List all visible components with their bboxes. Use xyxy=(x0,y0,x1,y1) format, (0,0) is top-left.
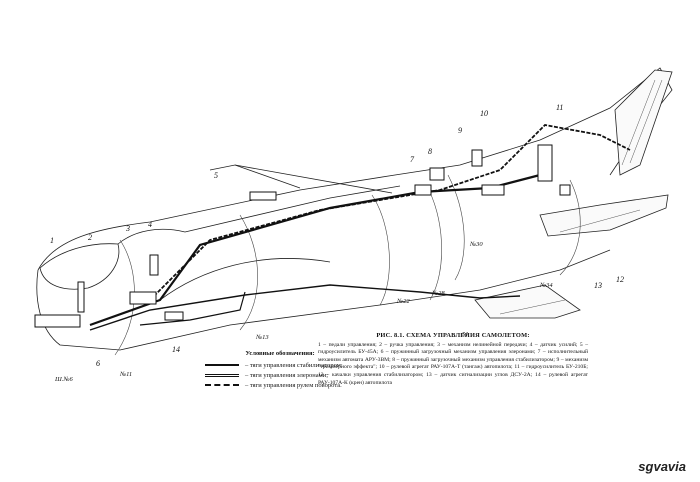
lower-link-rod xyxy=(139,291,246,326)
caption-body: 1 – педали управления; 2 – ручка управле… xyxy=(318,341,588,386)
frame-label-28: №28 xyxy=(431,290,445,297)
legend-row-stabilizer: – тяги управления стабилизатором; xyxy=(205,360,355,370)
spine-line xyxy=(184,185,401,233)
frame-curve-34 xyxy=(559,179,581,276)
hydraulic-booster-bu45a xyxy=(249,191,277,201)
frame-label-34: №34 xyxy=(539,282,553,289)
frame-label-sh6: Ш.№6 xyxy=(54,376,74,383)
fin-hatch-2 xyxy=(629,79,663,164)
callout-7: 7 xyxy=(410,155,415,164)
figure-caption: РИС. 8.1. СХЕМА УПРАВЛЕНИЯ САМОЛЕТОМ: 1 … xyxy=(318,332,588,387)
callout-5: 5 xyxy=(214,171,218,180)
stab-spring-mechanism xyxy=(429,167,445,181)
callout-12: 12 xyxy=(616,275,624,284)
stabilizer-rod xyxy=(89,173,541,327)
legend-swatch-ailerons xyxy=(205,373,239,377)
stab-hatch-2 xyxy=(499,299,566,315)
frame-curve-22 xyxy=(371,194,390,306)
frame-curve-30 xyxy=(447,174,465,281)
frame-label-51: 51 xyxy=(462,331,469,338)
stab-hatch-1 xyxy=(559,209,641,233)
canopy xyxy=(117,228,186,245)
legend-label-ailerons: – тяги управления элеронами; xyxy=(245,371,328,379)
legend-row-rudder: – тяги управления рулем поворота. xyxy=(205,380,355,390)
rau107a-k-actuator xyxy=(164,311,184,321)
callout-6: 6 xyxy=(96,359,100,368)
rudder-rod xyxy=(149,124,631,301)
nose-cone xyxy=(39,243,120,290)
pedals-block xyxy=(34,314,81,328)
force-sensor xyxy=(149,254,159,276)
legend-label-rudder: – тяги управления рулем поворота. xyxy=(245,381,342,389)
tail-surfaces xyxy=(474,69,673,319)
legend-swatch-stabilizer xyxy=(205,364,239,366)
fin-hatch-1 xyxy=(621,79,656,166)
aileron-rod xyxy=(89,284,521,331)
frame-label-30: №30 xyxy=(469,241,483,248)
vertical-fin xyxy=(614,69,673,176)
rau107a-t-actuator xyxy=(481,184,505,196)
fuselage-top-line xyxy=(37,67,673,271)
frame-curve-13 xyxy=(239,214,258,331)
legend-label-stabilizer: – тяги управления стабилизатором; xyxy=(245,361,343,369)
callout-3: 3 xyxy=(125,224,130,233)
frame-curve-28 xyxy=(425,184,442,301)
legend: Условные обозначения: – тяги управления … xyxy=(205,350,355,390)
trim-mechanism xyxy=(471,149,483,167)
callout-9: 9 xyxy=(458,126,462,135)
frame-label-13: №13 xyxy=(255,334,269,341)
intake-line xyxy=(159,258,331,301)
bu210b-booster xyxy=(537,144,553,182)
caption-title: РИС. 8.1. СХЕМА УПРАВЛЕНИЯ САМОЛЕТОМ: xyxy=(376,332,530,339)
callout-8: 8 xyxy=(428,147,432,156)
horizontal-stabilizer-lower xyxy=(474,284,581,319)
tail-hatching xyxy=(499,79,663,315)
legend-swatch-rudder xyxy=(205,384,239,386)
aru-actuator xyxy=(414,184,432,196)
callout-4: 4 xyxy=(148,220,152,229)
callout-13: 13 xyxy=(594,281,602,290)
callout-labels: 1 2 3 4 5 6 7 8 9 10 11 12 13 14 xyxy=(50,103,624,368)
callout-10: 10 xyxy=(480,109,488,118)
frame-label-22: №22 xyxy=(396,298,410,305)
callout-14: 14 xyxy=(172,345,180,354)
callout-2: 2 xyxy=(88,233,92,242)
frame-label-11: №11 xyxy=(119,371,132,378)
control-stick xyxy=(77,281,85,313)
wing-leading-edge xyxy=(234,164,393,194)
watermark: sgvavia xyxy=(638,459,686,474)
callout-11: 11 xyxy=(556,103,563,112)
callout-1: 1 xyxy=(50,236,54,245)
components xyxy=(34,144,571,328)
legend-title: Условные обозначения: xyxy=(245,350,315,357)
dsu2a-sensor xyxy=(559,184,571,196)
legend-row-ailerons: – тяги управления элеронами; xyxy=(205,370,355,380)
frame-station-labels: Ш.№6 №11 №13 №22 №28 №30 №34 51 xyxy=(54,241,553,383)
nonlinear-mechanism xyxy=(129,291,157,305)
horizontal-stabilizer-upper xyxy=(539,194,669,237)
